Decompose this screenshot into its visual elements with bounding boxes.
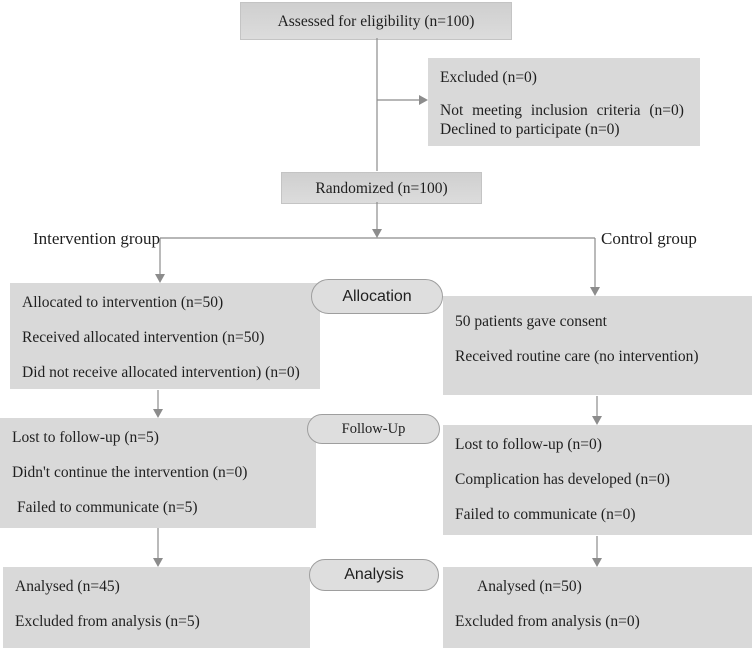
analysis-stage-label: Analysis [344,566,404,583]
assessed-eligibility-box: Assessed for eligibility (n=100) [240,2,512,40]
allocation-line: 50 patients gave consent [455,313,607,330]
allocation-intervention-box: Allocated to intervention (n=50) Receive… [10,283,320,389]
allocation-line: Received routine care (no intervention) [455,348,699,365]
excluded-box: Excluded (n=0) Not meeting inclusion cri… [428,58,700,146]
allocation-line: Received allocated intervention (n=50) [22,329,265,346]
followup-line: Didn't continue the intervention (n=0) [12,464,248,481]
allocation-line: Did not receive allocated intervention) … [22,364,300,381]
excluded-declined-line: Declined to participate (n=0) [440,121,620,138]
analysis-line: Analysed (n=50) [477,578,582,595]
intervention-group-label: Intervention group [33,229,160,248]
analysis-line: Excluded from analysis (n=0) [455,613,640,630]
allocation-stage-oval: Allocation [311,279,443,314]
excluded-line: Excluded (n=0) [440,69,537,86]
followup-line: Lost to follow-up (n=0) [455,436,602,453]
analysis-intervention-box: Analysed (n=45) Excluded from analysis (… [3,567,310,648]
allocation-line: Allocated to intervention (n=50) [22,294,224,311]
analysis-stage-oval: Analysis [309,559,439,591]
followup-line: Lost to follow-up (n=5) [12,429,159,446]
excluded-criteria-line: Not meeting inclusion criteria (n=0) [440,102,684,119]
analysis-control-box: Analysed (n=50) Excluded from analysis (… [443,567,752,648]
followup-stage-label: Follow-Up [341,420,406,437]
followup-stage-oval: Follow-Up [307,414,440,444]
control-group-label: Control group [601,229,697,248]
followup-control-box: Lost to follow-up (n=0) Complication has… [443,425,752,535]
analysis-line: Excluded from analysis (n=5) [15,613,200,630]
randomized-box: Randomized (n=100) [281,172,482,204]
followup-intervention-box: Lost to follow-up (n=5) Didn't continue … [0,418,316,528]
analysis-line: Analysed (n=45) [15,578,120,595]
followup-line: Failed to communicate (n=5) [17,499,198,516]
assessed-eligibility-text: Assessed for eligibility (n=100) [277,12,475,30]
allocation-stage-label: Allocation [342,287,412,305]
followup-line: Failed to communicate (n=0) [455,506,636,523]
randomized-text: Randomized (n=100) [315,179,448,197]
followup-line: Complication has developed (n=0) [455,471,670,488]
allocation-control-box: 50 patients gave consent Received routin… [443,296,752,395]
